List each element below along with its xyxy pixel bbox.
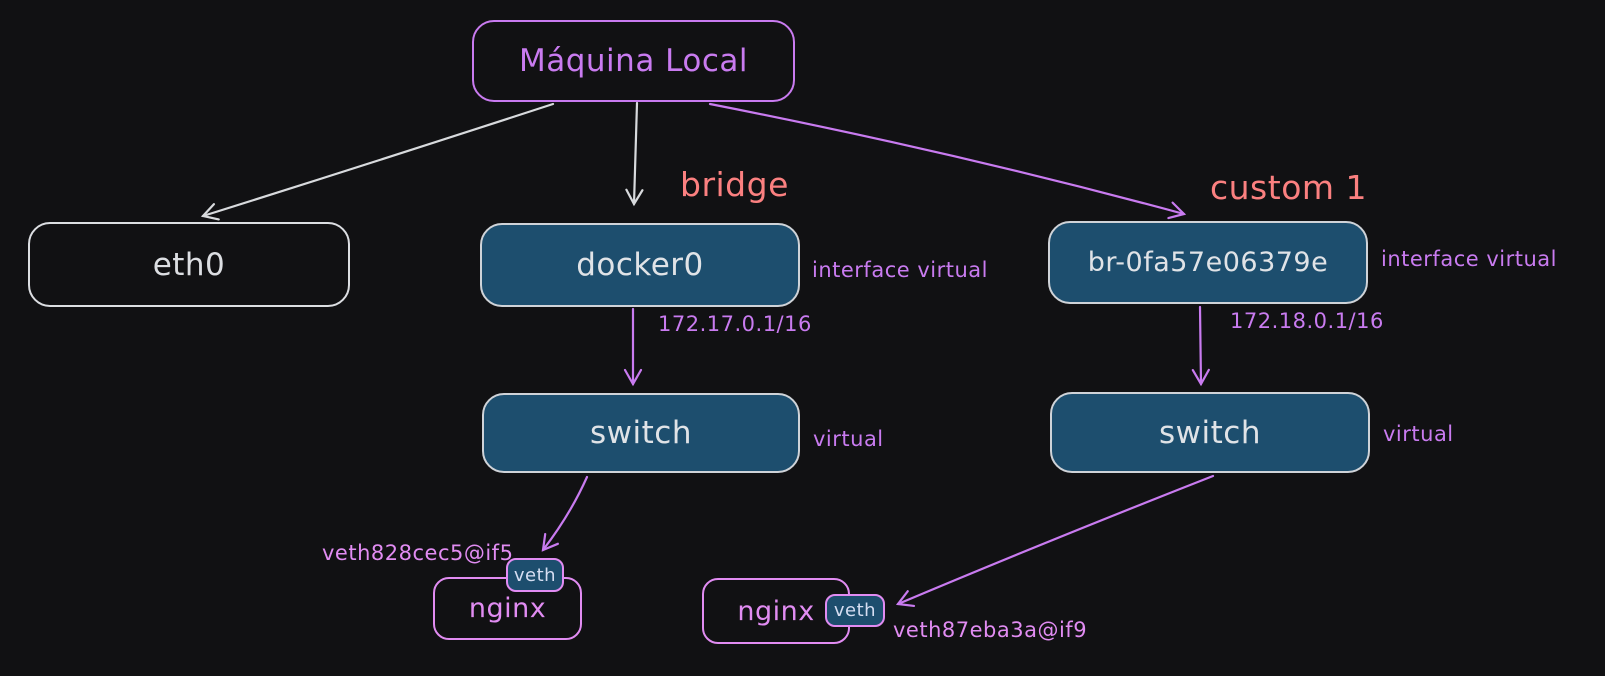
node-maquina-local[interactable]: Máquina Local: [472, 20, 795, 102]
node-switch-left[interactable]: switch: [482, 393, 800, 473]
node-veth-left[interactable]: veth: [506, 558, 564, 592]
label-interface-virtual-left: interface virtual: [812, 258, 988, 282]
label-subnet-right: 172.18.0.1/16: [1230, 309, 1384, 333]
node-nginx-right-label: nginx: [737, 595, 815, 627]
label-interface-virtual-right: interface virtual: [1381, 247, 1557, 271]
node-docker0-label: docker0: [576, 247, 704, 283]
node-veth-right-label: veth: [833, 600, 877, 621]
arrow-switch-to-veth-right[interactable]: [895, 474, 1215, 608]
node-switch-left-label: switch: [590, 415, 692, 451]
node-switch-right[interactable]: switch: [1050, 392, 1370, 473]
node-eth0[interactable]: eth0: [28, 222, 350, 307]
node-eth0-label: eth0: [152, 246, 226, 283]
label-network-bridge: bridge: [680, 165, 789, 204]
label-network-custom1: custom 1: [1210, 168, 1368, 207]
label-veth-iface-left: veth828cec5@if5: [322, 541, 514, 565]
node-maquina-local-label: Máquina Local: [518, 43, 749, 79]
arrow-maquina-to-br[interactable]: [708, 102, 1187, 220]
node-switch-right-label: switch: [1159, 414, 1261, 451]
label-virtual-right: virtual: [1383, 422, 1454, 446]
arrow-br-to-switch[interactable]: [1191, 305, 1210, 387]
node-br-bridge[interactable]: br-0fa57e06379e: [1048, 221, 1368, 304]
node-nginx-right[interactable]: nginx: [702, 578, 850, 644]
arrow-maquina-to-docker0[interactable]: [625, 101, 644, 207]
node-veth-left-label: veth: [513, 564, 557, 586]
node-nginx-left-label: nginx: [468, 593, 547, 624]
label-veth-iface-right: veth87eba3a@if9: [893, 618, 1088, 642]
node-br-bridge-label: br-0fa57e06379e: [1087, 247, 1329, 278]
label-subnet-left: 172.17.0.1/16: [658, 312, 812, 336]
label-virtual-left: virtual: [813, 427, 884, 451]
arrow-maquina-to-eth0[interactable]: [200, 102, 555, 221]
arrow-switch-to-veth-left[interactable]: [541, 475, 589, 552]
node-veth-right[interactable]: veth: [825, 594, 885, 627]
node-docker0[interactable]: docker0: [480, 223, 800, 307]
